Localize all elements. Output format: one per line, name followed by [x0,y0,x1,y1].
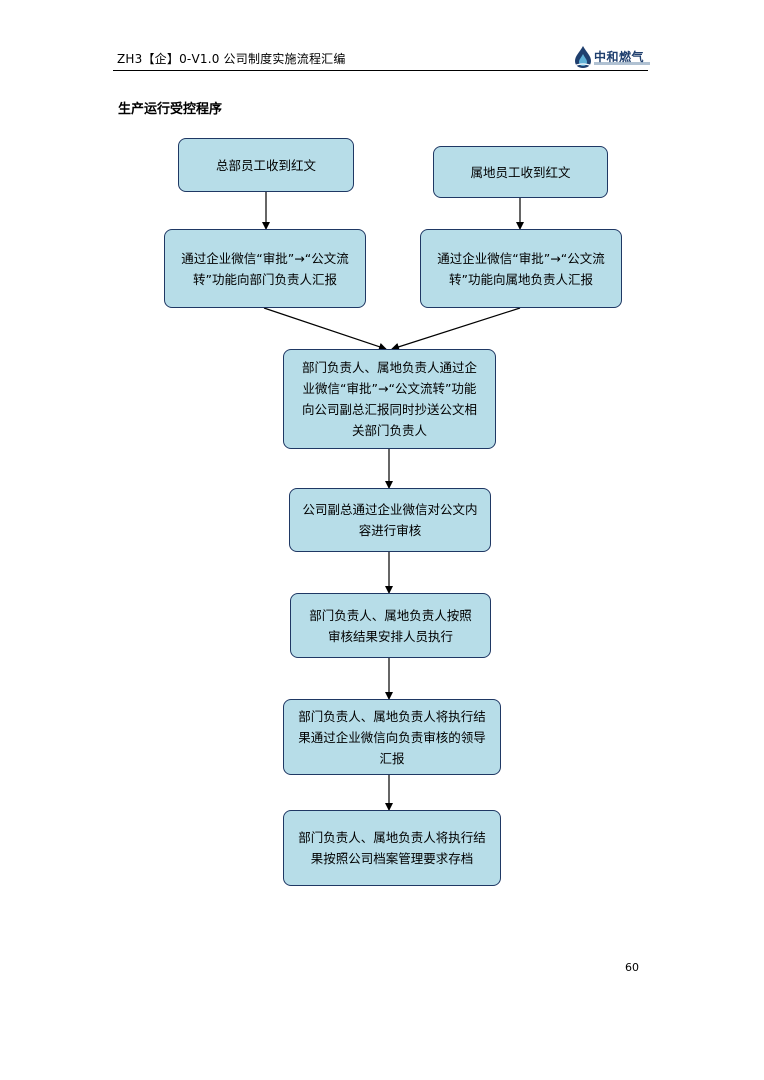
node-local-report: 通过企业微信“审批”→“公文流转”功能向属地负责人汇报 [420,229,622,308]
logo-text: 中和燃气 [594,50,645,64]
node-local-receive: 属地员工收到红文 [433,146,608,198]
company-logo: 中和燃气 [572,45,650,69]
node-hq-report: 通过企业微信“审批”→“公文流转”功能向部门负责人汇报 [164,229,366,308]
flame-drop-icon [573,46,593,68]
node-execute: 部门负责人、属地负责人按照审核结果安排人员执行 [290,593,491,658]
arrow-local-report-to-joint-report [391,307,521,351]
section-title: 生产运行受控程序 [118,102,223,117]
node-joint-report: 部门负责人、属地负责人通过企业微信“审批”→“公文流转”功能向公司副总汇报同时抄… [283,349,496,449]
arrow-hq-report-to-joint-report [263,307,387,351]
document-header-title: ZH3【企】0-V1.0 公司制度实施流程汇编 [117,52,346,66]
node-archive: 部门负责人、属地负责人将执行结果按照公司档案管理要求存档 [283,810,501,886]
logo-tagline-bar [594,62,650,65]
node-hq-receive: 总部员工收到红文 [178,138,354,192]
page-number: 60 [625,961,639,974]
node-report-result: 部门负责人、属地负责人将执行结果通过企业微信向负责审核的领导汇报 [283,699,501,775]
header-divider [113,70,648,71]
node-vp-review: 公司副总通过企业微信对公文内容进行审核 [289,488,491,552]
